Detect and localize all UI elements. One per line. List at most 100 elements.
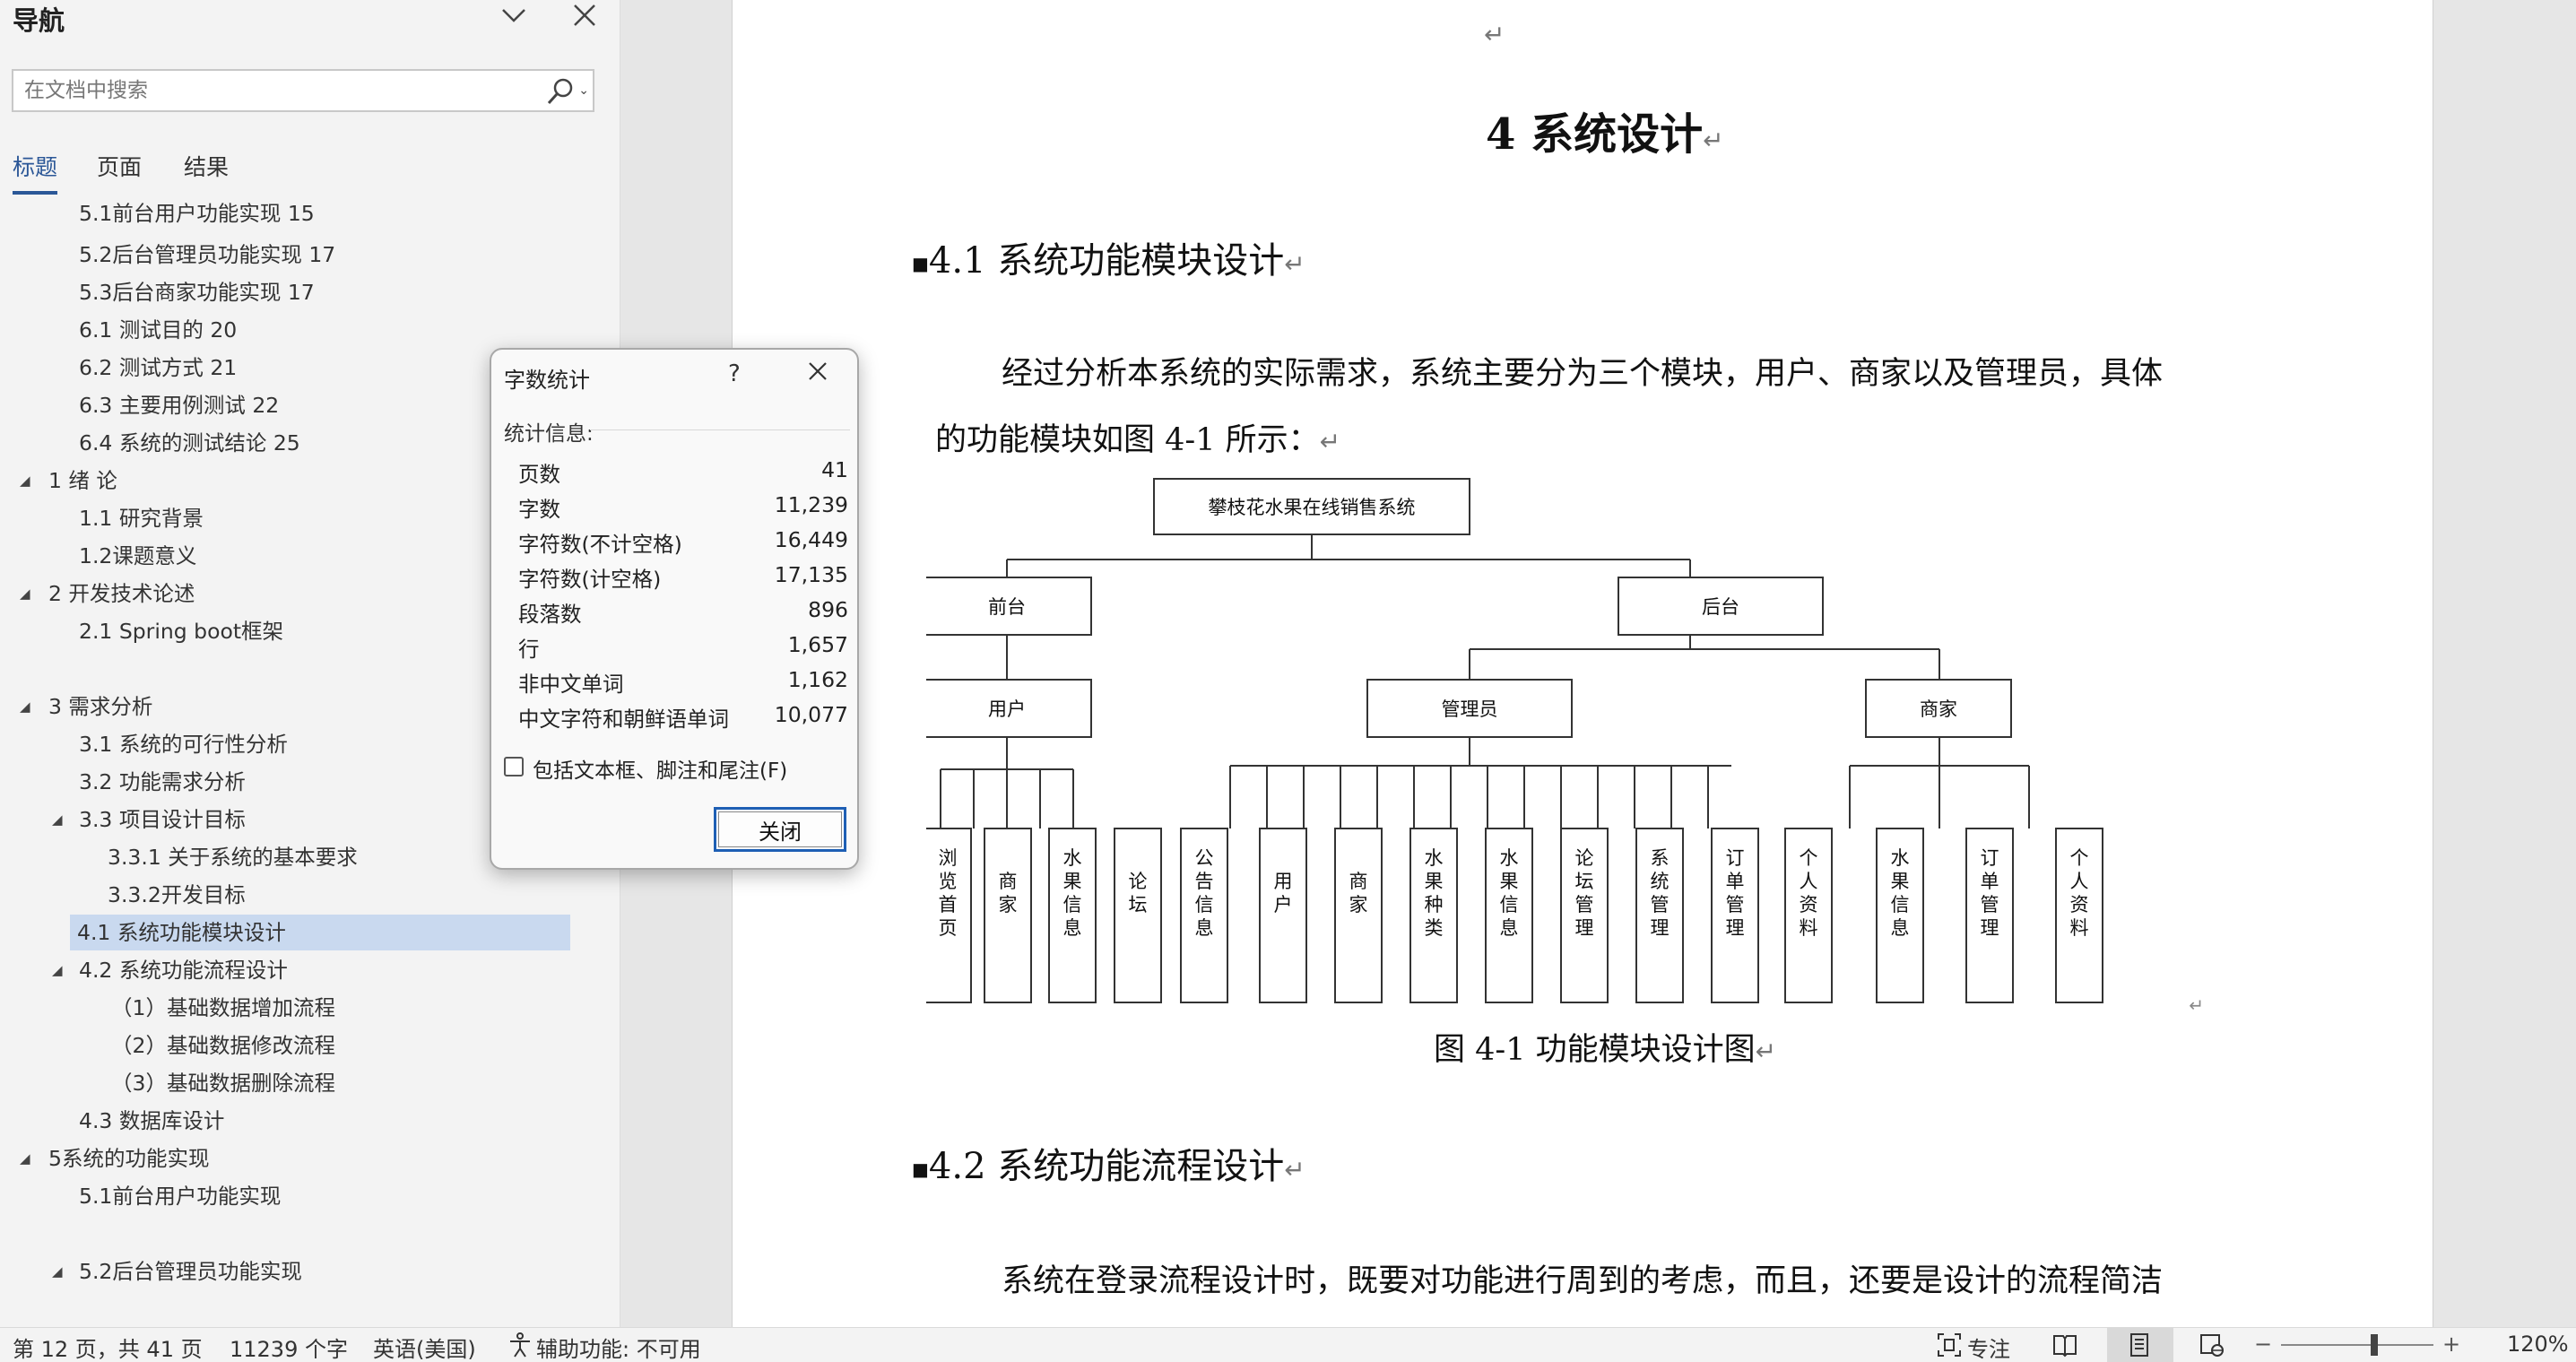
diagram-leaf xyxy=(1048,828,1097,1003)
zoom-out-icon[interactable]: − xyxy=(2254,1332,2273,1357)
heading-item[interactable]: （3）基础数据删除流程 xyxy=(111,1071,335,1096)
diagram-leaf-char: 水 xyxy=(1891,847,1910,869)
collapse-triangle-icon[interactable]: ◢ xyxy=(52,962,63,978)
diagram-leaf xyxy=(1560,828,1609,1003)
zoom-in-icon[interactable]: + xyxy=(2442,1332,2461,1357)
diagram-leaf-char: 论 xyxy=(1129,871,1148,892)
diagram-leaf-char: 户 xyxy=(1274,894,1293,915)
page-indicator[interactable]: 第 12 页，共 41 页 xyxy=(13,1337,203,1362)
collapse-triangle-icon[interactable]: ◢ xyxy=(20,586,30,602)
chapter-title: 4 系统设计↵ xyxy=(1486,109,1724,160)
close-icon[interactable] xyxy=(571,0,598,39)
heading-item-selected[interactable]: 4.1 系统功能模块设计 xyxy=(70,915,570,950)
zoom-slider-track[interactable] xyxy=(2281,1344,2433,1346)
web-layout-icon[interactable] xyxy=(2199,1332,2225,1362)
search-icon[interactable] xyxy=(546,76,575,107)
diagram-leaf-labels: 浏览首页商家水果信息论坛公告信息用户商家水果种类水果信息论坛管理系统管理订单管理… xyxy=(939,847,2089,939)
word-count-indicator[interactable]: 11239 个字 xyxy=(230,1337,348,1362)
search-input[interactable] xyxy=(13,71,525,110)
zoom-level[interactable]: 120% xyxy=(2507,1332,2569,1357)
heading-item[interactable]: ◢5系统的功能实现 xyxy=(20,1141,209,1176)
heading-item[interactable]: 3.3.1 关于系统的基本要求 xyxy=(108,845,358,870)
heading-item[interactable]: ◢2 开发技术论述 xyxy=(20,576,195,612)
diagram-leaf-char: 商 xyxy=(999,871,1018,892)
heading-item[interactable]: ◢1 绪 论 xyxy=(20,463,117,499)
diagram-leaf xyxy=(1635,828,1684,1003)
stat-row: 字符数(不计空格)16,449 xyxy=(518,527,848,557)
heading-item[interactable]: 1.2课题意义 xyxy=(79,543,197,568)
collapse-triangle-icon[interactable]: ◢ xyxy=(52,1263,63,1280)
paragraph-mark: ↵ xyxy=(2189,994,2204,1011)
diagram-front-label: 前台 xyxy=(988,596,1026,618)
dialog-close-button[interactable] xyxy=(804,355,831,394)
heading-item[interactable]: （1）基础数据增加流程 xyxy=(111,995,335,1020)
help-button[interactable]: ? xyxy=(728,360,741,387)
print-layout-icon[interactable] xyxy=(2127,1332,2152,1362)
tab-headings[interactable]: 标题 xyxy=(13,154,58,180)
focus-mode-button[interactable]: 专注 xyxy=(1967,1337,2010,1362)
language-indicator[interactable]: 英语(美国) xyxy=(373,1337,476,1362)
include-textbox-label[interactable]: 包括文本框、脚注和尾注(F) xyxy=(533,759,788,783)
heading-item[interactable]: 6.3 主要用例测试 22 xyxy=(79,393,280,418)
diagram-leaf-char: 种 xyxy=(1425,894,1444,915)
heading-item[interactable]: 2.1 Spring boot框架 xyxy=(79,619,284,644)
focus-mode-icon[interactable] xyxy=(1937,1332,1962,1362)
chevron-down-icon[interactable] xyxy=(499,0,529,39)
diagram-leaf-char: 资 xyxy=(2070,894,2089,915)
heading-item[interactable]: 5.1前台用户功能实现 15 xyxy=(79,201,315,226)
diagram-back-label: 后台 xyxy=(1702,596,1739,618)
diagram-leaf-char: 订 xyxy=(1726,847,1745,869)
heading-item[interactable]: 3.2 功能需求分析 xyxy=(79,769,246,794)
collapse-triangle-icon[interactable]: ◢ xyxy=(20,698,30,715)
read-mode-icon[interactable] xyxy=(2051,1332,2078,1362)
heading-item[interactable]: 5.1前台用户功能实现 xyxy=(79,1184,282,1209)
tab-pages[interactable]: 页面 xyxy=(97,154,143,180)
diagram-leaf-char: 览 xyxy=(939,871,958,892)
heading-item[interactable]: （2）基础数据修改流程 xyxy=(111,1033,335,1058)
document-page[interactable]: ↵ 4 系统设计↵ ■4.1 系统功能模块设计↵ 经过分析本系统的实际需求，系统… xyxy=(732,0,2433,1327)
search-box[interactable]: ⌄ xyxy=(12,69,594,112)
module-diagram: 攀枝花水果在线销售系统 前台 后台 用户 管理员 商家 浏览首页商家水果信息论坛… xyxy=(926,478,2204,1011)
diagram-leaf xyxy=(1711,828,1759,1003)
heading-item[interactable]: ◢5.2后台管理员功能实现 xyxy=(52,1254,302,1289)
collapse-triangle-icon[interactable]: ◢ xyxy=(52,811,63,828)
diagram-leaf xyxy=(1180,828,1228,1003)
heading-item[interactable]: 3.1 系统的可行性分析 xyxy=(79,732,288,757)
bullet-marker: ■ xyxy=(912,253,929,274)
collapse-triangle-icon[interactable]: ◢ xyxy=(20,1150,30,1167)
diagram-leaf xyxy=(926,828,972,1003)
diagram-leaf-char: 管 xyxy=(1651,894,1670,915)
heading-4-2: ■4.2 系统功能流程设计↵ xyxy=(912,1146,1305,1187)
diagram-leaf-char: 息 xyxy=(1195,917,1214,939)
heading-item[interactable]: 4.3 数据库设计 xyxy=(79,1108,225,1133)
heading-item[interactable]: ◢3.3 项目设计目标 xyxy=(52,802,246,837)
heading-item[interactable]: ◢3 需求分析 xyxy=(20,689,152,724)
zoom-slider-thumb[interactable] xyxy=(2371,1334,2378,1356)
heading-item[interactable]: 6.4 系统的测试结论 25 xyxy=(79,430,300,455)
heading-item[interactable]: 5.3后台商家功能实现 17 xyxy=(79,280,315,305)
close-icon[interactable] xyxy=(804,355,831,386)
diagram-leaf-char: 个 xyxy=(1800,847,1818,869)
tab-results[interactable]: 结果 xyxy=(184,154,230,180)
accessibility-icon[interactable] xyxy=(507,1332,533,1362)
heading-item[interactable]: ◢4.2 系统功能流程设计 xyxy=(52,952,288,988)
collapse-triangle-icon[interactable]: ◢ xyxy=(20,473,30,489)
diagram-leaf-char: 信 xyxy=(1195,894,1214,915)
heading-item[interactable]: 3.3.2开发目标 xyxy=(108,882,246,907)
include-textbox-checkbox[interactable] xyxy=(504,757,524,776)
diagram-leaf xyxy=(1965,828,2014,1003)
paragraph-mark: ↵ xyxy=(1484,20,1505,49)
diagram-leaf-char: 管 xyxy=(1575,894,1594,915)
diagram-leaf-char: 理 xyxy=(1726,917,1745,939)
accessibility-status[interactable]: 辅助功能: 不可用 xyxy=(536,1337,701,1362)
diagram-leaf-char: 料 xyxy=(1800,917,1818,939)
diagram-leaf-char: 家 xyxy=(999,894,1018,915)
heading-item[interactable]: 1.1 研究背景 xyxy=(79,506,204,531)
heading-item[interactable]: 6.1 测试目的 20 xyxy=(79,317,238,343)
heading-item[interactable]: 5.2后台管理员功能实现 17 xyxy=(79,242,336,267)
close-dialog-button[interactable]: 关闭 xyxy=(714,807,846,852)
chevron-down-icon[interactable]: ⌄ xyxy=(578,83,589,98)
heading-item[interactable]: 6.2 测试方式 21 xyxy=(79,355,238,380)
